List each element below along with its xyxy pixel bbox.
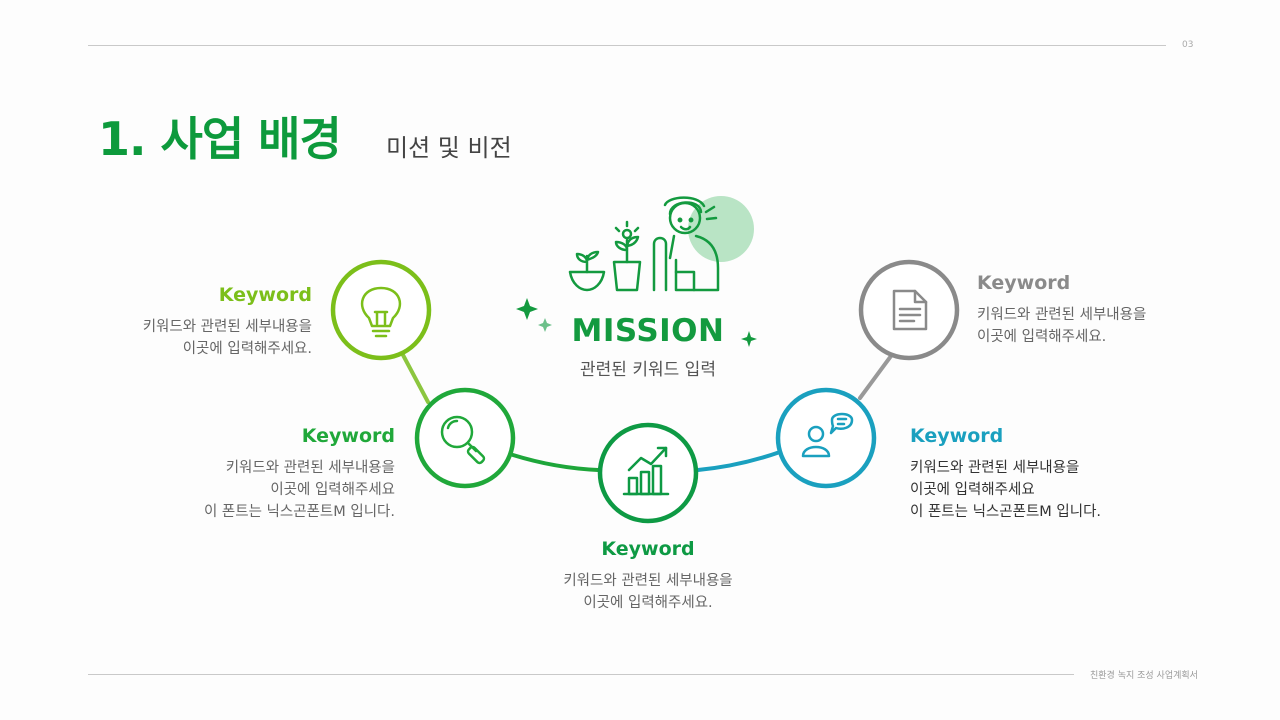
page-number: 03	[1182, 40, 1194, 50]
speech-person-icon	[801, 412, 854, 458]
node-circle-2	[414, 387, 516, 489]
sprout-bowl-icon	[568, 270, 606, 292]
person-figure-icon	[652, 236, 668, 292]
node-2-heading: Keyword	[301, 425, 395, 447]
node-1-text: Keyword 키워드와 관련된 세부내용을 이곳에 입력해주세요.	[100, 284, 312, 360]
connector-4-5	[858, 354, 893, 400]
mission-subtitle: 관련된 키워드 입력	[580, 360, 716, 380]
node-2-line-2: 이곳에 입력해주세요	[270, 482, 395, 498]
node-3-line-2: 이곳에 입력해주세요.	[583, 595, 713, 611]
node-1-heading: Keyword	[218, 284, 312, 306]
page-subtitle: 미션 및 비전	[386, 134, 512, 162]
node-4-line-2: 이곳에 입력해주세요	[910, 482, 1035, 498]
node-4-line-3: 이 폰트는 닉스곤폰트M 입니다.	[910, 504, 1102, 520]
footer-title: 친환경 녹지 조성 사업계획서	[1090, 671, 1198, 681]
node-4-text: Keyword 키워드와 관련된 세부내용을 이곳에 입력해주세요 이 폰트는 …	[910, 425, 1170, 523]
sparkle-icon	[516, 298, 538, 320]
node-3-text: Keyword 키워드와 관련된 세부내용을 이곳에 입력해주세요.	[518, 538, 778, 614]
node-5-line-1: 키워드와 관련된 세부내용을	[977, 307, 1147, 323]
mission-block: MISSION 관련된 키워드 입력	[548, 313, 748, 380]
node-3-heading: Keyword	[601, 538, 695, 560]
document-icon	[892, 289, 928, 331]
potted-plant-icon	[612, 260, 642, 292]
node-5-line-2: 이곳에 입력해주세요.	[977, 329, 1107, 345]
node-1-line-1: 키워드와 관련된 세부내용을	[142, 319, 312, 335]
magnifier-icon	[440, 415, 486, 465]
node-5-heading: Keyword	[977, 272, 1071, 294]
connector-2-3	[511, 453, 600, 472]
node-2-line-3: 이 폰트는 닉스곤폰트M 입니다.	[203, 504, 395, 520]
sparkle-icon-small	[538, 318, 552, 332]
node-4-line-1: 키워드와 관련된 세부내용을	[910, 460, 1080, 476]
node-circle-1	[330, 259, 432, 361]
node-circle-4	[775, 387, 877, 489]
illustration-bg-circle	[688, 196, 754, 262]
node-2-line-1: 키워드와 관련된 세부내용을	[225, 460, 395, 476]
top-divider	[88, 45, 1166, 46]
node-5-text: Keyword 키워드와 관련된 세부내용을 이곳에 입력해주세요.	[977, 272, 1217, 348]
connector-1-2	[401, 353, 430, 404]
node-1-line-2: 이곳에 입력해주세요.	[182, 341, 312, 357]
lightbulb-icon	[360, 286, 402, 338]
connector-3-4	[696, 450, 782, 472]
sparkle-icon-right	[741, 331, 757, 347]
page-title: 1. 사업 배경	[98, 112, 342, 166]
node-4-heading: Keyword	[910, 425, 1004, 447]
mission-label: MISSION	[571, 313, 725, 349]
mission-illustration	[516, 196, 757, 347]
bottom-divider	[88, 674, 1074, 675]
node-2-text: Keyword 키워드와 관련된 세부내용을 이곳에 입력해주세요 이 폰트는 …	[155, 425, 395, 523]
node-3-line-1: 키워드와 관련된 세부내용을	[563, 573, 733, 589]
bar-chart-icon	[622, 446, 670, 496]
